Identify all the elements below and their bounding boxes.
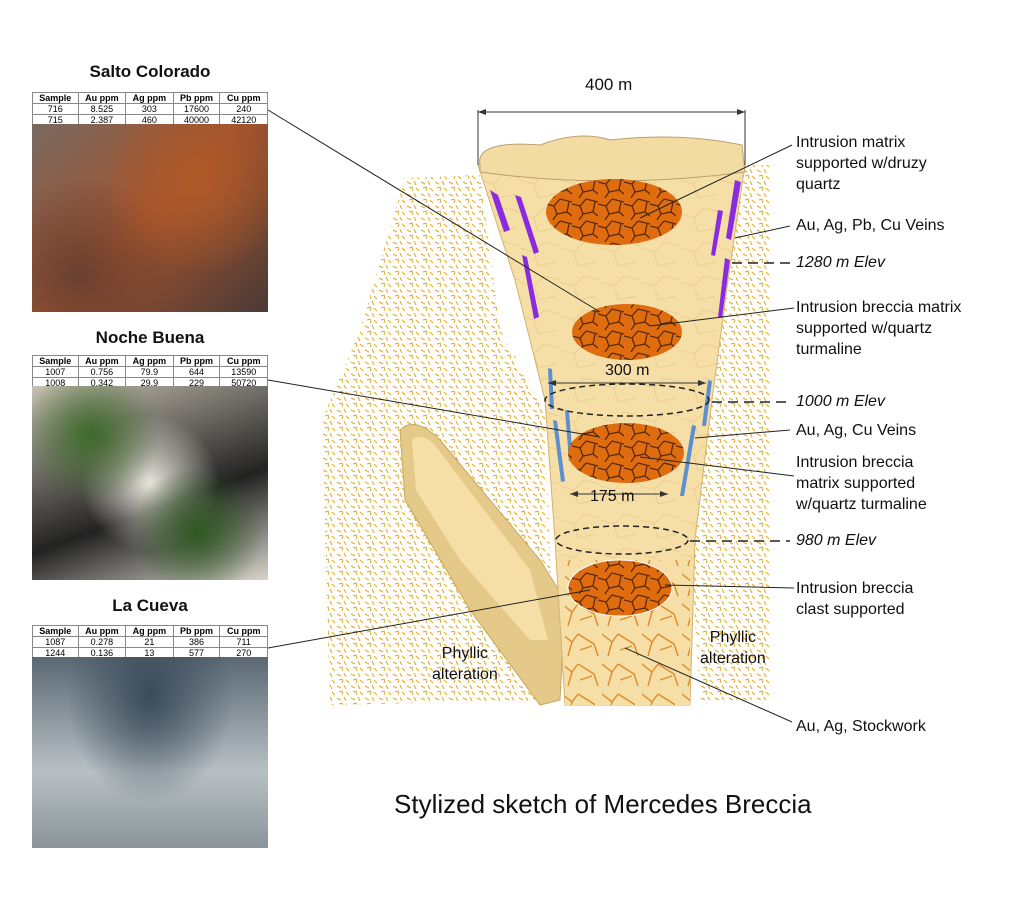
breccia-zone-4 bbox=[567, 559, 673, 617]
breccia-zone-1 bbox=[546, 179, 682, 245]
breccia-zone-3 bbox=[568, 423, 684, 483]
label-stockwork: Au, Ag, Stockwork bbox=[796, 718, 926, 735]
site-title-salto-colorado: Salto Colorado bbox=[89, 62, 211, 81]
site-title-la-cueva: La Cueva bbox=[112, 596, 188, 615]
label-au-ag-pb-cu-veins: Au, Ag, Pb, Cu Veins bbox=[796, 217, 945, 234]
veins-purple bbox=[490, 180, 741, 319]
dimension-300m: 300 m bbox=[605, 362, 650, 379]
dimension-400m: 400 m bbox=[585, 75, 633, 94]
dimension-175m: 175 m bbox=[590, 488, 635, 505]
breccia-zone-2 bbox=[572, 304, 682, 360]
label-980m-elev: 980 m Elev bbox=[796, 532, 877, 549]
label-1280m-elev: 1280 m Elev bbox=[796, 254, 885, 271]
photo-noche-buena bbox=[32, 386, 268, 580]
photo-salto-colorado bbox=[32, 124, 268, 312]
site-title-noche-buena: Noche Buena bbox=[95, 328, 205, 347]
photo-la-cueva bbox=[32, 657, 268, 848]
halo-right bbox=[690, 165, 770, 700]
label-au-ag-cu-veins: Au, Ag, Cu Veins bbox=[796, 422, 917, 439]
label-1000m-elev: 1000 m Elev bbox=[796, 393, 885, 410]
figure-title: Stylized sketch of Mercedes Breccia bbox=[394, 789, 812, 819]
